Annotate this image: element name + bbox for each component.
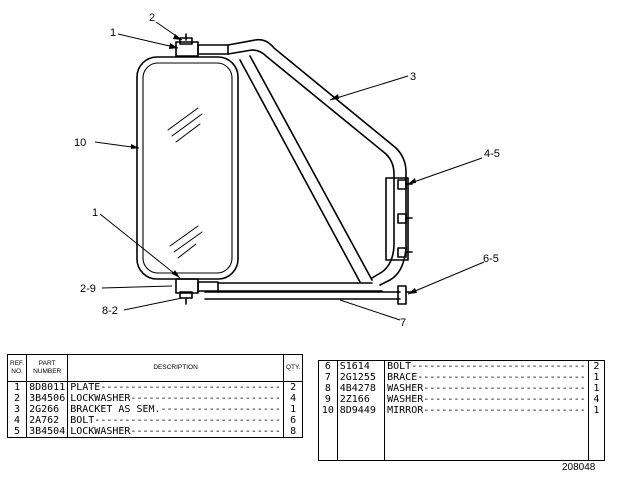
parts-table-right: 6 S1614 BOLT----------------------------… — [318, 360, 606, 461]
table-row: 8 4B4278 WASHER-------------------------… — [318, 383, 606, 394]
leader-arrowheads — [131, 34, 417, 294]
desc-cell: BRACE---------------------------- — [384, 372, 589, 383]
blank-cell — [587, 416, 606, 461]
ref-cell: 8 — [318, 383, 338, 394]
callout-1-bottom: 1 — [92, 207, 98, 219]
callout-6-5: 6-5 — [483, 253, 499, 265]
header-ref-no: REF. NO. — [6, 354, 28, 382]
table-row: 2 3B4506 LOCKWASHER---------------------… — [6, 393, 304, 404]
header-ref-line2: NO. — [11, 368, 23, 375]
header-part-line2: NUMBER — [33, 368, 62, 375]
part-cell: 2G266 — [26, 404, 69, 415]
desc-cell: PLATE------------------------------ — [67, 381, 284, 393]
part-cell: S1614 — [336, 360, 386, 372]
header-description-text: DESCRIPTION — [153, 364, 198, 371]
table-row: 10 8D9449 MIRROR------------------------… — [318, 405, 606, 416]
blank-cell — [336, 416, 386, 461]
callout-10: 10 — [74, 137, 86, 149]
callout-2-9: 2-9 — [80, 283, 96, 295]
callout-1-top: 1 — [110, 27, 116, 39]
parts-table-left: REF. NO. PART NUMBER DESCRIPTION QTY. 1 … — [6, 354, 304, 438]
top-mounting-bracket — [175, 33, 229, 57]
ref-cell: 2 — [6, 393, 28, 404]
ref-cell: 4 — [6, 415, 28, 426]
table-row: 7 2G1255 BRACE--------------------------… — [318, 372, 606, 383]
ref-cell: 3 — [6, 404, 28, 415]
desc-cell: WASHER--------------------------- — [384, 394, 589, 405]
qty-cell: 6 — [282, 415, 304, 426]
qty-cell: 2 — [587, 360, 606, 372]
table-row: 3 2G266 BRACKET AS SEM.-----------------… — [6, 404, 304, 415]
drawing-number: 208048 — [562, 462, 596, 473]
ref-cell: 7 — [318, 372, 338, 383]
header-part-number: PART NUMBER — [26, 354, 69, 382]
qty-cell: 1 — [587, 405, 606, 416]
table-row: 4 2A762 BOLT----------------------------… — [6, 415, 304, 426]
part-cell: 2Z166 — [336, 394, 386, 405]
header-description: DESCRIPTION — [67, 354, 284, 382]
part-cell: 2A762 — [26, 415, 69, 426]
ref-cell: 1 — [6, 381, 28, 393]
part-cell: 4B4278 — [336, 383, 386, 394]
table-row-blank — [318, 416, 606, 461]
desc-cell: LOCKWASHER------------------------- — [67, 426, 284, 438]
leader-lines — [94, 21, 485, 321]
callout-7: 7 — [400, 317, 406, 329]
qty-cell: 2 — [282, 381, 304, 393]
qty-cell: 1 — [282, 404, 304, 415]
plate-bolts — [397, 179, 413, 258]
header-ref-line1: REF. — [10, 360, 25, 367]
callout-2-top: 2 — [149, 12, 155, 24]
qty-cell: 1 — [587, 383, 606, 394]
qty-cell: 4 — [587, 394, 606, 405]
part-cell: 8D9449 — [336, 405, 386, 416]
ref-cell: 9 — [318, 394, 338, 405]
header-part-line1: PART — [38, 360, 56, 367]
table-row: 5 3B4504 LOCKWASHER---------------------… — [6, 426, 304, 438]
desc-cell: BRACKET AS SEM.-------------------- — [67, 404, 284, 415]
desc-cell: BOLT----------------------------- — [384, 360, 589, 372]
bracket-diagonal-strut — [239, 55, 373, 283]
brace — [204, 291, 401, 300]
table-row: 1 8D8011 PLATE--------------------------… — [6, 381, 304, 393]
header-qty: QTY. — [282, 354, 304, 382]
qty-cell: 4 — [282, 393, 304, 404]
bottom-mounting-bracket — [175, 278, 219, 305]
qty-cell: 8 — [282, 426, 304, 438]
mounting-plate — [385, 177, 409, 261]
callout-8-2: 8-2 — [102, 305, 118, 317]
table-row: 6 S1614 BOLT----------------------------… — [318, 360, 606, 372]
callout-4-5: 4-5 — [484, 148, 500, 160]
bracket-tube-inner — [227, 49, 395, 279]
glass-reflection-marks — [167, 107, 203, 259]
mirror-glass — [142, 62, 233, 274]
header-qty-text: QTY. — [285, 364, 301, 371]
callout-3: 3 — [410, 71, 416, 83]
desc-cell: BOLT------------------------------- — [67, 415, 284, 426]
desc-cell: WASHER--------------------------- — [384, 383, 589, 394]
blank-cell — [384, 416, 589, 461]
ref-cell: 5 — [6, 426, 28, 438]
part-cell: 2G1255 — [336, 372, 386, 383]
mirror-frame — [136, 56, 239, 280]
bracket-tube-outer — [227, 38, 407, 286]
desc-cell: LOCKWASHER------------------------- — [67, 393, 284, 404]
ref-cell: 6 — [318, 360, 338, 372]
bottom-tube — [217, 282, 383, 292]
qty-cell: 1 — [587, 372, 606, 383]
ref-cell: 10 — [318, 405, 338, 416]
blank-cell — [318, 416, 338, 461]
part-cell: 8D8011 — [26, 381, 69, 393]
desc-cell: MIRROR--------------------------- — [384, 405, 589, 416]
part-cell: 3B4504 — [26, 426, 69, 438]
table-row: 9 2Z166 WASHER--------------------------… — [318, 394, 606, 405]
part-cell: 3B4506 — [26, 393, 69, 404]
